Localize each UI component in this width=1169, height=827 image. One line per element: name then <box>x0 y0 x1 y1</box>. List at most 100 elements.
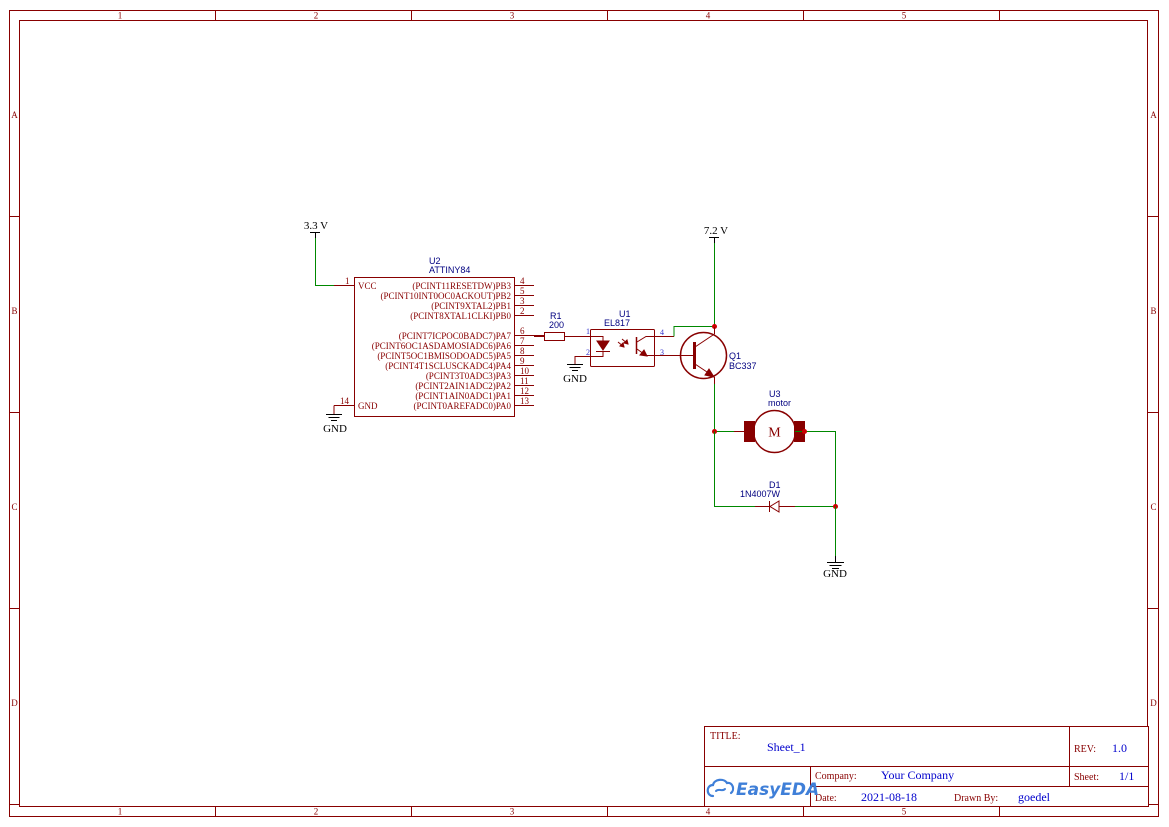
column-label-bottom: 5 <box>902 807 907 817</box>
u2-pin-number: 14 <box>340 396 350 406</box>
net-label-gnd: GND <box>563 373 587 385</box>
rev-value: 1.0 <box>1112 741 1127 755</box>
title-label: TITLE: <box>710 731 741 742</box>
column-label-top: 2 <box>314 11 319 21</box>
row-label-right: A <box>1150 110 1157 120</box>
row-label-left: B <box>11 306 17 316</box>
title-block: TITLE: Sheet_1 REV: 1.0 Company: Your Co… <box>704 726 1149 807</box>
u1-pin-number: 4 <box>660 328 664 337</box>
outer-border <box>9 10 1159 817</box>
u2-pin-number: 7 <box>520 336 525 346</box>
u2-pin-name: (PCINT5OC1BMISODOADC5)PA5 <box>377 351 511 361</box>
row-label-right: C <box>1150 502 1156 512</box>
u2-value: ATTINY84 <box>429 265 470 275</box>
u2-pin-number: 5 <box>520 286 525 296</box>
column-label-bottom: 1 <box>118 807 123 817</box>
u2-pin-name: (PCINT8XTAL1CLKI)PB0 <box>410 311 511 321</box>
motor-terminal-left <box>744 421 755 442</box>
d1-value: 1N4007W <box>740 489 781 499</box>
q1-value: BC337 <box>729 361 757 371</box>
u2-pin-name: GND <box>358 401 378 411</box>
title-value: Sheet_1 <box>767 740 806 754</box>
u2-pin-number: 1 <box>345 276 350 286</box>
wire-3v3-to-vcc[interactable] <box>315 238 335 286</box>
net-label-3v3: 3.3 V <box>304 220 328 232</box>
power-flag-3v3[interactable]: 3.3 V <box>304 220 328 238</box>
column-label-top: 3 <box>510 11 515 21</box>
r1-designator: R1 <box>550 311 562 321</box>
transistor-q1[interactable]: Q1 BC337 <box>679 327 757 384</box>
row-label-right: D <box>1150 698 1157 708</box>
ic-u2-attiny84[interactable]: U2 ATTINY84 1 VCC 14 GND 4(PCINT11RESETD… <box>334 256 544 417</box>
drawn-by-value: goedel <box>1018 790 1051 804</box>
net-label-gnd: GND <box>323 423 347 435</box>
u2-pin-name: (PCINT7ICPOC0BADC7)PA7 <box>399 331 512 341</box>
r1-value: 200 <box>549 320 564 330</box>
optocoupler-u1[interactable]: U1 EL817 1 2 4 3 <box>586 309 681 367</box>
u2-pin-name: VCC <box>358 281 377 291</box>
u2-pin-name: (PCINT2AIN1ADC2)PA2 <box>415 381 511 391</box>
column-label-bottom: 3 <box>510 807 515 817</box>
u3-value: motor <box>768 398 791 408</box>
date-label: Date: <box>815 793 837 804</box>
column-dividers <box>215 10 1000 816</box>
motor-symbol-label: M <box>768 426 781 441</box>
column-label-top: 5 <box>902 11 907 21</box>
junction-dot <box>802 429 807 434</box>
sheet-value: 1/1 <box>1119 769 1134 783</box>
rev-label: REV: <box>1074 744 1096 755</box>
u2-pin-name: (PCINT11RESETDW)PB3 <box>412 281 511 291</box>
u2-pin-name: (PCINT6OC1ASDAMOSIADC6)PA6 <box>372 341 512 351</box>
u1-designator: U1 <box>619 309 631 319</box>
company-value: Your Company <box>881 768 954 782</box>
row-label-right: B <box>1150 306 1156 316</box>
u2-pin-name: (PCINT9XTAL2)PB1 <box>431 301 511 311</box>
wire-diode-left[interactable] <box>714 431 756 507</box>
r1-body <box>544 332 565 341</box>
wire-opto-collector[interactable] <box>673 326 715 337</box>
q1-designator: Q1 <box>729 351 741 361</box>
sheet-frame: 1 2 3 4 5 1 2 3 4 5 A B C D A B C D <box>9 10 1159 817</box>
light-emission-icon <box>617 338 629 348</box>
u1-pin-number: 3 <box>660 348 664 357</box>
u2-pin-number: 8 <box>520 346 525 356</box>
u3-designator: U3 <box>769 389 781 399</box>
u1-pin-number: 2 <box>586 348 590 357</box>
u2-pin-name: (PCINT10INT0OC0ACKOUT)PB2 <box>381 291 512 301</box>
net-label-7v2: 7.2 V <box>704 225 728 237</box>
row-label-left: D <box>11 698 18 708</box>
power-flag-7v2[interactable]: 7.2 V <box>704 225 728 243</box>
row-dividers <box>9 216 1158 805</box>
logo-text: EasyEDA <box>736 780 819 800</box>
u2-pin-number: 3 <box>520 296 525 306</box>
u2-pin-name: (PCINT0AREFADC0)PA0 <box>413 401 511 411</box>
motor-u3[interactable]: U3 motor M <box>734 389 815 454</box>
d1-designator: D1 <box>769 480 781 490</box>
u2-body <box>354 277 515 417</box>
u2-pin-name: (PCINT4T1SCLUSCKADC4)PA4 <box>385 361 511 371</box>
diode-d1[interactable]: D1 1N4007W <box>740 480 795 513</box>
u2-pin-name: (PCINT1AIN0ADC1)PA1 <box>415 391 511 401</box>
wire-motor-right[interactable] <box>795 431 836 507</box>
resistor-r1[interactable]: R1 200 <box>534 311 590 341</box>
inner-border <box>19 20 1148 807</box>
u2-pin-number: 2 <box>520 306 525 316</box>
u1-value: EL817 <box>604 318 630 328</box>
sheet-label: Sheet: <box>1074 772 1099 783</box>
column-label-top: 1 <box>118 11 123 21</box>
junction-dot <box>712 324 717 329</box>
ground-symbol-u2[interactable]: GND <box>323 414 347 436</box>
ground-symbol-motor[interactable]: GND <box>823 556 847 580</box>
u1-pin-number: 1 <box>586 327 590 336</box>
u1-body <box>590 329 655 367</box>
cloud-icon <box>706 778 735 798</box>
ground-symbol-u1[interactable]: GND <box>563 364 587 386</box>
column-label-bottom: 2 <box>314 807 319 817</box>
u2-pin-name: (PCINT3T0ADC3)PA3 <box>426 371 512 381</box>
wire-u1-gnd[interactable] <box>574 356 590 365</box>
u2-pin-number: 12 <box>520 386 529 396</box>
u2-pin-number: 9 <box>520 356 525 366</box>
easyeda-logo: EasyEDA <box>706 778 819 800</box>
